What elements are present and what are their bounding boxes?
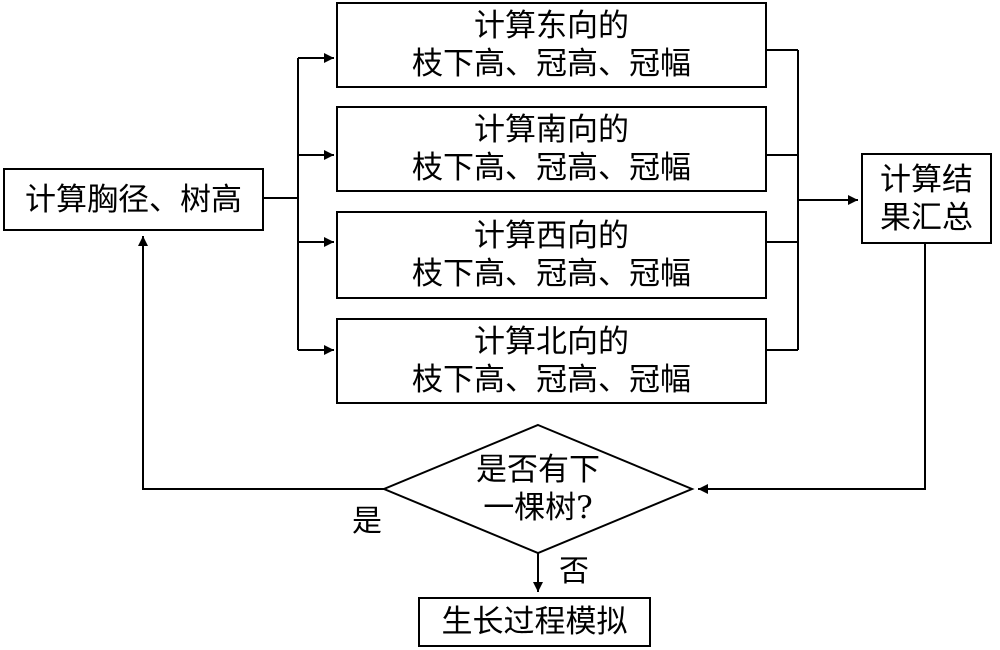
- west-direction-box: 计算西向的 枝下高、冠高、冠幅: [336, 211, 767, 299]
- summary-line1: 计算结: [880, 161, 973, 198]
- yes-loop-back: [138, 236, 384, 490]
- no-label: 否: [559, 554, 589, 589]
- east-metrics: 枝下高、冠高、冠幅: [412, 46, 691, 82]
- end-box: 生长过程模拟: [418, 597, 651, 647]
- decision-line1: 是否有下: [476, 452, 600, 488]
- decision-text: 是否有下 一棵树?: [440, 450, 636, 528]
- east-direction-box: 计算东向的 枝下高、冠高、冠幅: [336, 2, 767, 88]
- north-direction-box: 计算北向的 枝下高、冠高、冠幅: [336, 318, 767, 404]
- south-title: 计算南向的: [474, 112, 629, 148]
- east-title: 计算东向的: [474, 8, 629, 44]
- south-metrics: 枝下高、冠高、冠幅: [412, 150, 691, 186]
- end-label: 生长过程模拟: [441, 604, 628, 640]
- start-box: 计算胸径、树高: [3, 168, 264, 231]
- west-metrics: 枝下高、冠高、冠幅: [412, 256, 691, 292]
- north-metrics: 枝下高、冠高、冠幅: [412, 362, 691, 398]
- summary-line2: 果汇总: [880, 199, 973, 236]
- summary-to-decision: [698, 243, 926, 494]
- start-label: 计算胸径、树高: [25, 181, 242, 218]
- north-title: 计算北向的: [474, 324, 629, 360]
- summary-box: 计算结 果汇总: [861, 153, 992, 244]
- south-direction-box: 计算南向的 枝下高、冠高、冠幅: [336, 106, 767, 192]
- decision-line2: 一棵树?: [483, 490, 593, 526]
- west-title: 计算西向的: [474, 218, 629, 254]
- yes-label: 是: [352, 504, 382, 539]
